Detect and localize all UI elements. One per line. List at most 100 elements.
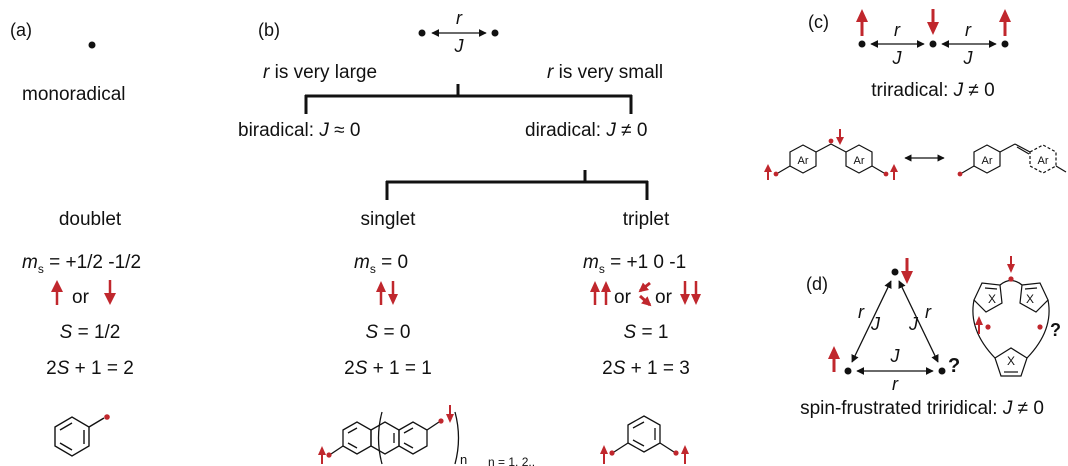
frustrated-spin-up-icon — [828, 346, 840, 372]
frustrated-title: spin-frustrated triridical: J ≠ 0 — [800, 398, 1044, 419]
frustrated-r-left: r — [858, 302, 865, 322]
macrocycle-x-1: X — [988, 292, 996, 306]
acene-radical-dot-right — [438, 418, 444, 424]
doublet-ms: ms = +1/2 -1/2 — [22, 252, 141, 276]
triradical-j-1: J — [892, 48, 903, 68]
macrocycle-x-3: X — [1007, 354, 1015, 368]
acene-structure — [330, 411, 460, 465]
ar-label-2: Ar — [854, 155, 865, 167]
doublet-multiplicity: 2S + 1 = 2 — [46, 358, 134, 379]
acene-n-subscript: n — [460, 452, 467, 466]
singlet-ms: ms = 0 — [354, 252, 408, 276]
triplet-spin-down-pair-icon — [680, 281, 701, 305]
acene-n-range: n = 1, 2.. — [488, 455, 535, 466]
triplet-ms: ms = +1 0 -1 — [583, 252, 686, 276]
triradical-r-1: r — [894, 20, 901, 40]
benzyl-radical-structure — [54, 416, 105, 457]
small-r-caption: r is very small — [547, 62, 663, 83]
radical-dot-right — [491, 29, 499, 37]
panel-d-label: (d) — [806, 274, 828, 294]
triplet-label: triplet — [623, 209, 670, 230]
large-r-caption: r is very large — [263, 62, 377, 83]
macrocycle-x-2: X — [1026, 292, 1034, 306]
frustrated-arrow-right — [898, 280, 939, 363]
diradical-label: diradical: J ≠ 0 — [525, 120, 647, 141]
frustrated-arrow-left — [851, 280, 892, 363]
xylylene-spin-up-right-icon — [681, 445, 689, 464]
singlet-spin-pair-icon — [376, 281, 398, 305]
ar-label-1: Ar — [798, 155, 809, 167]
acene-radical-dot-left — [326, 452, 332, 458]
triplet-spin-up-pair-icon — [590, 281, 611, 305]
mol-left-radical-dot-2 — [828, 138, 834, 144]
mol-left-radical-dot-3 — [883, 171, 889, 177]
macrocycle-question: ? — [1050, 320, 1061, 340]
triradical-j-2: J — [963, 48, 974, 68]
doublet-s: S = 1/2 — [60, 322, 121, 343]
singlet-multiplicity: 2S + 1 = 1 — [344, 358, 432, 379]
mol-left-spin-up-right-icon — [890, 164, 898, 180]
acene-spin-down-icon — [446, 405, 454, 423]
coupling-j: J — [454, 36, 465, 56]
macrocycle-radical-dot-left — [985, 324, 991, 330]
spin-up-arrow-icon — [51, 280, 63, 305]
doublet-or: or — [72, 287, 90, 308]
triradical-dot-2 — [929, 40, 937, 48]
triradical-dot-1 — [858, 40, 866, 48]
lower-tree-bracket — [385, 170, 649, 200]
xylylene-radical-dot-left — [609, 450, 615, 456]
spin-down-arrow-icon — [104, 280, 116, 305]
macrocycle-structure — [972, 279, 1050, 377]
acene-spin-up-icon — [318, 446, 326, 464]
singlet-label: singlet — [361, 209, 417, 230]
triradical-spin-up-left-icon — [856, 9, 868, 36]
mol-left-spin-up-icon — [764, 164, 772, 180]
triplet-multiplicity: 2S + 1 = 3 — [602, 358, 690, 379]
monoradical-title: monoradical — [22, 84, 126, 105]
frustrated-r-bottom: r — [892, 374, 899, 394]
xylylene-spin-up-left-icon — [600, 445, 608, 464]
triplet-or-1: or — [614, 287, 632, 308]
triradical-r-2: r — [965, 20, 972, 40]
frustrated-j-right: J — [908, 314, 919, 334]
macrocycle-spin-up-icon — [975, 316, 983, 334]
mol-left-spin-down-icon — [836, 129, 844, 145]
panel-b-label: (b) — [258, 20, 280, 40]
doublet-label: doublet — [59, 209, 122, 230]
panel-c-label: (c) — [808, 12, 829, 32]
frustrated-dot-right — [938, 367, 946, 375]
triradical-molecule-right — [961, 143, 1067, 174]
triradical-dot-3 — [1001, 40, 1009, 48]
singlet-s: S = 0 — [366, 322, 411, 343]
frustrated-r-right: r — [925, 302, 932, 322]
triplet-or-2: or — [655, 287, 673, 308]
ar-label-4: Ar — [1038, 155, 1049, 167]
macrocycle-spin-down-icon — [1007, 256, 1015, 273]
xylylene-radical-dot-right — [673, 450, 679, 456]
radical-dot-left — [418, 29, 426, 37]
monoradical-dot — [88, 41, 96, 49]
distance-r: r — [456, 8, 463, 28]
top-tree-bracket — [304, 84, 633, 114]
macrocycle-radical-dot-right — [1037, 324, 1043, 330]
benzyl-radical-dot — [104, 414, 110, 420]
triplet-s: S = 1 — [624, 322, 669, 343]
triradical-spin-up-right-icon — [999, 9, 1011, 36]
frustrated-spin-down-icon — [901, 258, 913, 284]
mol-left-radical-dot-1 — [773, 171, 779, 177]
biradical-label: biradical: J ≈ 0 — [238, 120, 360, 141]
triplet-spin-zero-icon — [638, 281, 652, 307]
frustrated-dot-left — [844, 367, 852, 375]
triradical-title: triradical: J ≠ 0 — [871, 80, 994, 101]
triradical-molecule-left — [777, 143, 885, 174]
panel-a-label: (a) — [10, 20, 32, 40]
m-xylylene-structure — [613, 415, 675, 453]
mol-right-radical-dot — [957, 171, 963, 177]
frustrated-j-left: J — [870, 314, 881, 334]
frustrated-dot-top — [891, 268, 899, 276]
triradical-spin-down-middle-icon — [927, 9, 939, 35]
frustrated-j-bottom: J — [890, 346, 901, 366]
frustrated-question: ? — [948, 355, 960, 377]
